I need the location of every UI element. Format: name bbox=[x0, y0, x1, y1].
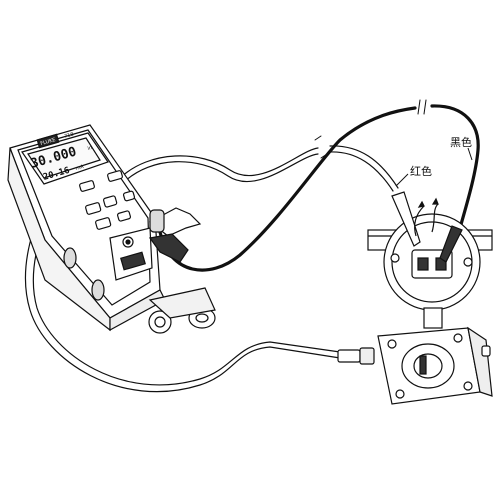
pressure-knob-left-inner bbox=[154, 316, 166, 328]
arrow-1 bbox=[414, 205, 425, 237]
jack-label-plate bbox=[120, 251, 146, 271]
flange-bolt-1 bbox=[387, 339, 397, 349]
display-sub-unit: mA bbox=[75, 164, 85, 172]
red-test-lead-inner bbox=[123, 153, 319, 183]
brand-label: FLUKE bbox=[40, 137, 57, 147]
sensor-window bbox=[419, 355, 427, 375]
pressure-port-body bbox=[148, 287, 216, 319]
red-test-lead-right-inner bbox=[329, 151, 394, 192]
hose-fitting bbox=[337, 349, 361, 363]
housing-mount-right bbox=[463, 257, 473, 267]
sensor-capsule-inner bbox=[413, 353, 443, 379]
jack-panel bbox=[109, 227, 153, 281]
button-mid-right[interactable] bbox=[122, 190, 136, 202]
foot-left bbox=[63, 247, 77, 269]
flange-bolt-2 bbox=[453, 333, 463, 343]
break-mark-2 bbox=[417, 99, 427, 115]
button-mid-left[interactable] bbox=[85, 202, 102, 215]
hose-fitting-nut bbox=[359, 347, 375, 365]
display-main-unit: in bbox=[87, 145, 93, 152]
pressure-transmitter bbox=[337, 326, 493, 405]
display-screen bbox=[27, 137, 101, 179]
test-clips bbox=[148, 207, 202, 263]
terminal-screw-left[interactable] bbox=[417, 257, 429, 271]
black-wire-label: 黑色 bbox=[450, 135, 472, 149]
brand-badge bbox=[36, 133, 60, 149]
black-test-lead-right bbox=[430, 104, 480, 237]
red-wire-label: 红色 bbox=[410, 164, 432, 178]
button-low-right[interactable] bbox=[117, 210, 131, 222]
button-mid-center[interactable] bbox=[103, 195, 118, 208]
break-mark-1 bbox=[314, 135, 328, 159]
wire-labels: 红色 黑色 bbox=[395, 135, 473, 187]
probe-leads bbox=[391, 191, 463, 263]
button-low-left[interactable] bbox=[95, 217, 112, 230]
housing-mount-left bbox=[390, 253, 400, 263]
button-top-left[interactable] bbox=[79, 180, 95, 192]
vent-plug bbox=[481, 345, 491, 357]
transmitter-flange-side bbox=[467, 326, 493, 397]
red-test-lead bbox=[119, 147, 319, 179]
flange-bolt-3 bbox=[395, 389, 405, 399]
red-wire-label-leader bbox=[395, 173, 409, 187]
clip-plug bbox=[149, 209, 165, 233]
fluke-calibrator bbox=[7, 124, 216, 334]
arrow-head-2 bbox=[431, 197, 439, 205]
black-alligator-clip[interactable] bbox=[148, 233, 189, 263]
model-label: 718 bbox=[64, 132, 75, 140]
foot-right bbox=[91, 279, 105, 301]
red-test-lead-right bbox=[329, 145, 399, 189]
arrow-head-1 bbox=[417, 200, 425, 208]
pressure-knob-right-inner bbox=[195, 313, 209, 323]
black-test-lead bbox=[158, 106, 417, 272]
black-probe[interactable] bbox=[439, 225, 463, 263]
button-top-right[interactable] bbox=[107, 170, 123, 182]
transmitter-housing bbox=[367, 213, 493, 329]
housing-stem bbox=[423, 307, 443, 329]
black-wire-label-leader bbox=[467, 147, 473, 161]
flange-bolt-4 bbox=[463, 381, 473, 391]
arrow-2 bbox=[431, 203, 439, 233]
red-probe[interactable] bbox=[391, 191, 421, 247]
input-jack-center bbox=[125, 239, 131, 245]
